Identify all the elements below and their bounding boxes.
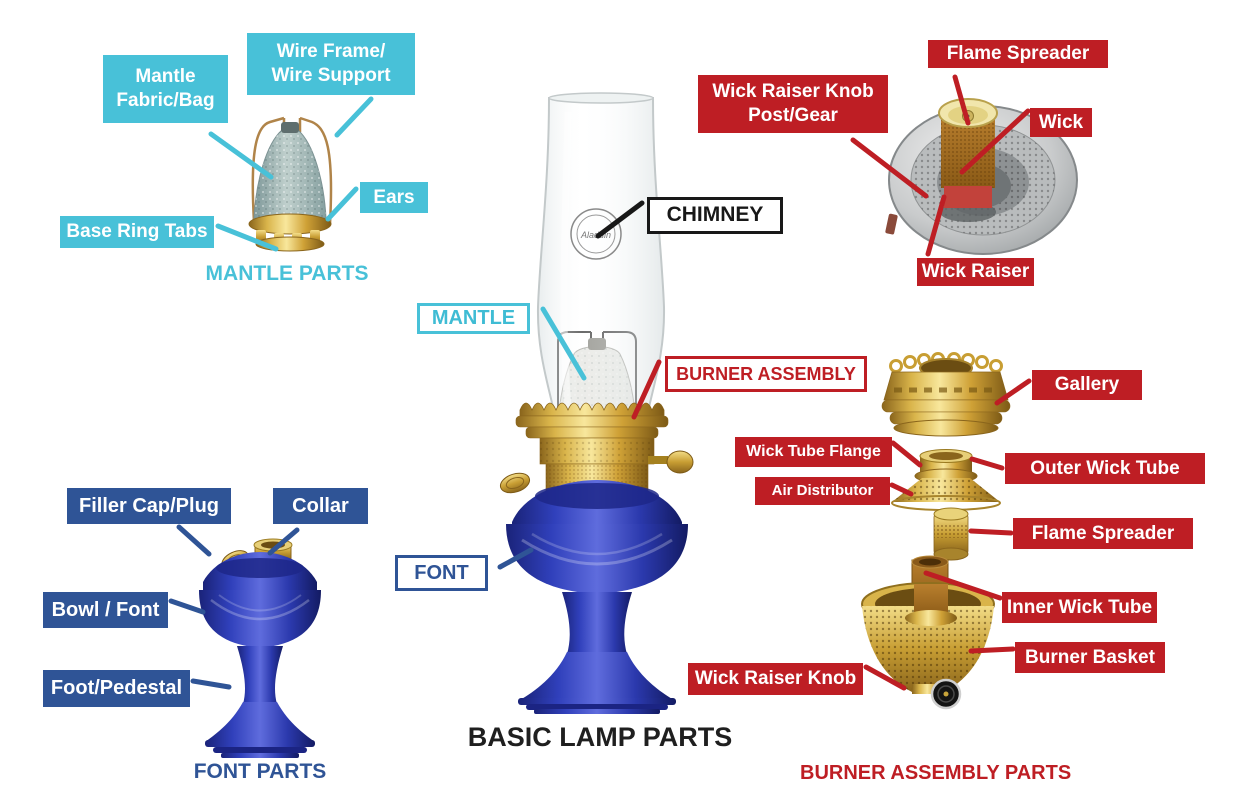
font-bowl-shape: [506, 524, 688, 594]
font-stem-shape: [562, 592, 632, 654]
label-wick-raiser-knob-post-gear: Wick Raiser Knob Post/Gear: [698, 75, 888, 133]
label-outer-wick-tube: Outer Wick Tube: [1005, 453, 1205, 484]
wick-band-shape: [944, 186, 992, 208]
label-filler-cap-plug: Filler Cap/Plug: [67, 488, 231, 524]
label-wick-tube-flange: Wick Tube Flange: [735, 437, 892, 467]
gallery-illustration: [880, 350, 1012, 442]
label-font: FONT: [395, 555, 488, 591]
outer-wick-tube-illustration: [888, 448, 1004, 512]
label-ears: Ears: [360, 182, 428, 213]
label-base-ring-tabs: Base Ring Tabs: [60, 216, 214, 248]
label-bowl-font: Bowl / Font: [43, 592, 168, 628]
burner-basket-illustration: [856, 554, 1000, 712]
label-mantle: MANTLE: [417, 303, 530, 334]
filler-cap-shape: [499, 472, 531, 494]
label-wick-raiser-knob: Wick Raiser Knob: [688, 663, 863, 695]
font-lamp-illustration: [193, 538, 327, 760]
chimney-logo-text: Aladdin: [580, 230, 611, 240]
title-burner-assembly-parts: BURNER ASSEMBLY PARTS: [800, 762, 1072, 784]
label-wick-raiser: Wick Raiser: [917, 258, 1034, 286]
font2-stem-shape: [237, 646, 283, 704]
label-inner-wick-tube: Inner Wick Tube: [1002, 592, 1157, 623]
font2-bowl-shape: [199, 590, 321, 648]
label-burner-basket: Burner Basket: [1015, 642, 1165, 673]
label-foot-pedestal: Foot/Pedestal: [43, 670, 190, 707]
mantle-photo-illustration: [226, 92, 354, 260]
label-wick: Wick: [1030, 108, 1092, 137]
wick-knob-shape: [666, 450, 694, 474]
label-collar: Collar: [273, 488, 368, 524]
flame-spreader-illustration: [924, 504, 978, 562]
label-mantle-fabric-bag: Mantle Fabric/Bag: [103, 55, 228, 123]
font2-foot-shape: [205, 702, 315, 742]
main-lamp-illustration: Aladdin: [496, 92, 706, 717]
title-basic-lamp-parts: BASIC LAMP PARTS: [467, 722, 733, 752]
label-air-distributor: Air Distributor: [755, 477, 890, 505]
title-font-parts: FONT PARTS: [193, 760, 327, 783]
label-flame-spreader-top: Flame Spreader: [928, 40, 1108, 68]
title-mantle-parts: MANTLE PARTS: [205, 262, 369, 285]
label-flame-spreader-exploded: Flame Spreader: [1013, 518, 1193, 549]
label-gallery: Gallery: [1032, 370, 1142, 400]
font-foot-shape: [520, 652, 674, 700]
label-chimney: CHIMNEY: [647, 197, 783, 234]
label-burner-assembly: BURNER ASSEMBLY: [665, 356, 867, 392]
chimney-glass-shape: [536, 97, 666, 423]
label-wire-frame-support: Wire Frame/ Wire Support: [247, 33, 415, 95]
